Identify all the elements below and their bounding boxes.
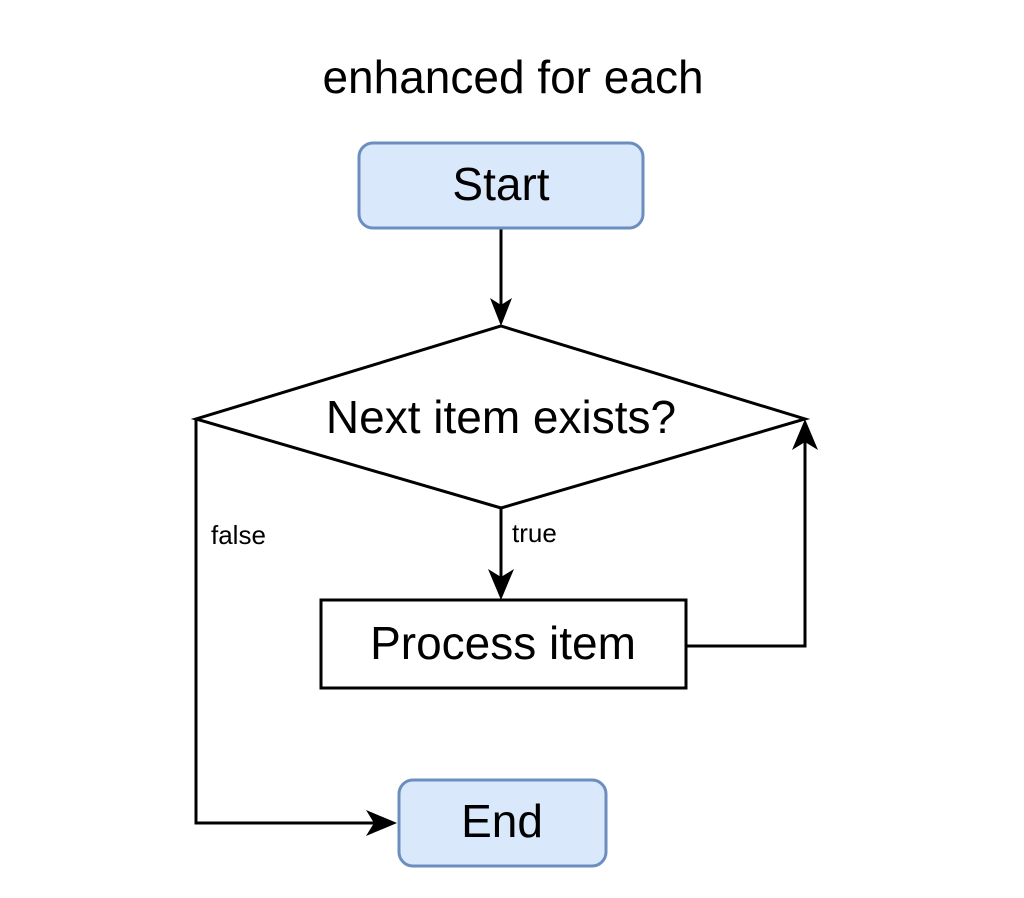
node-decision-shape[interactable] xyxy=(190,324,811,510)
node-start-shape[interactable] xyxy=(357,141,645,230)
diagram-title: enhanced for each xyxy=(322,51,703,103)
node-decision-label: Next item exists? xyxy=(326,391,676,443)
edge-decision-false xyxy=(194,419,397,836)
edge-process-loopback xyxy=(686,419,818,648)
edge-start-to-decision xyxy=(490,229,512,326)
edge-decision-false-arrowhead xyxy=(366,810,397,836)
node-start[interactable]: Start xyxy=(357,141,645,230)
edge-process-loopback-arrowhead xyxy=(792,419,818,450)
node-start-label: Start xyxy=(452,158,549,210)
edge-decision-true-arrowhead xyxy=(488,569,514,600)
node-end-shape[interactable] xyxy=(397,778,608,868)
node-process-shape[interactable] xyxy=(319,598,688,690)
edge-label-true: true xyxy=(512,518,557,548)
node-process[interactable]: Process item xyxy=(319,598,688,690)
edge-process-loopback-line xyxy=(686,435,807,648)
edge-start-to-decision-arrowhead xyxy=(490,298,512,326)
node-decision[interactable]: Next item exists? xyxy=(190,324,811,510)
edge-decision-false-line xyxy=(194,419,381,825)
node-end[interactable]: End xyxy=(397,778,608,868)
edge-decision-true xyxy=(488,508,514,600)
node-end-label: End xyxy=(461,795,543,847)
node-process-label: Process item xyxy=(370,617,636,669)
edge-label-false: false xyxy=(211,520,266,550)
